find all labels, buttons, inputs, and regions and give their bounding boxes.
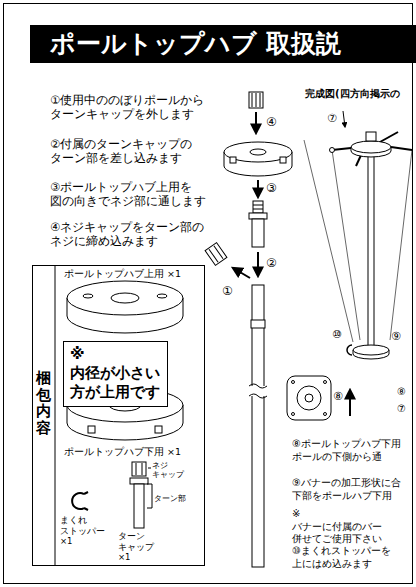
callout-number: ② — [266, 256, 277, 271]
step-text: ⑩まくれストッパーを 上にはめ込みます — [292, 545, 391, 570]
note-text: ※バナーに付属のバー 併せてご使用下さい — [292, 508, 382, 546]
callout-number: ⑧ — [333, 390, 343, 404]
callout-number: ⑨ — [391, 330, 401, 344]
step-text: ⑨バナーの加工形状に合 下部をポールハブ下用 — [292, 477, 401, 502]
assembly-steps — [205, 92, 292, 567]
completed-view — [287, 111, 412, 420]
part-name: ターン部 — [154, 494, 186, 504]
step-text: ①使用中ののぼりポールから ターンキャップを外します — [50, 93, 204, 122]
callout-number: ④ — [266, 115, 277, 130]
callout-number: ③ — [266, 181, 277, 196]
callout-text: ※内径が小さい 方が上用です — [70, 345, 160, 401]
package-box: 梱包内容 ポールトップハブ上用 ×1 ポールトップハブ下用 ×1 ネジ キャップターン… — [32, 265, 205, 566]
callout-number: ⑧ — [397, 386, 406, 399]
step-text: ④ネジキャップをターン部の ネジに締め込みます — [50, 220, 204, 249]
figure-heading: 完成図(四方向掲示の — [305, 88, 400, 101]
title-band: ポールトップハブ 取扱説 — [30, 25, 416, 63]
part-name: ポールトップハブ下用 ×1 — [64, 446, 181, 458]
step-text: ③ポールトップハブ上用を 図の向きでネジ部に通します — [50, 180, 206, 209]
part-name: ポールトップハブ上用 ×1 — [64, 268, 181, 280]
section-heading: 梱包内容 — [36, 370, 51, 436]
part-name: ネジ キャップ — [152, 461, 184, 480]
page-frame — [4, 4, 413, 584]
step-text: ⑧ポールトップハブ下用 ポールの下側から通 — [292, 438, 401, 463]
callout-number: ⑩ — [332, 328, 342, 342]
callout-box: ※内径が小さい 方が上用です — [63, 341, 168, 407]
part-name: ターン キャップ ×1 — [118, 531, 154, 563]
callout-number: ⑦ — [327, 112, 337, 126]
callout-number: ① — [222, 284, 233, 299]
package-parts — [55, 265, 183, 565]
part-name: まくれ ストッパー ×1 — [60, 515, 105, 547]
callout-number: ⑦ — [397, 403, 406, 416]
step-text: ②付属のターンキャップの ターン部を差し込みます — [50, 137, 192, 166]
